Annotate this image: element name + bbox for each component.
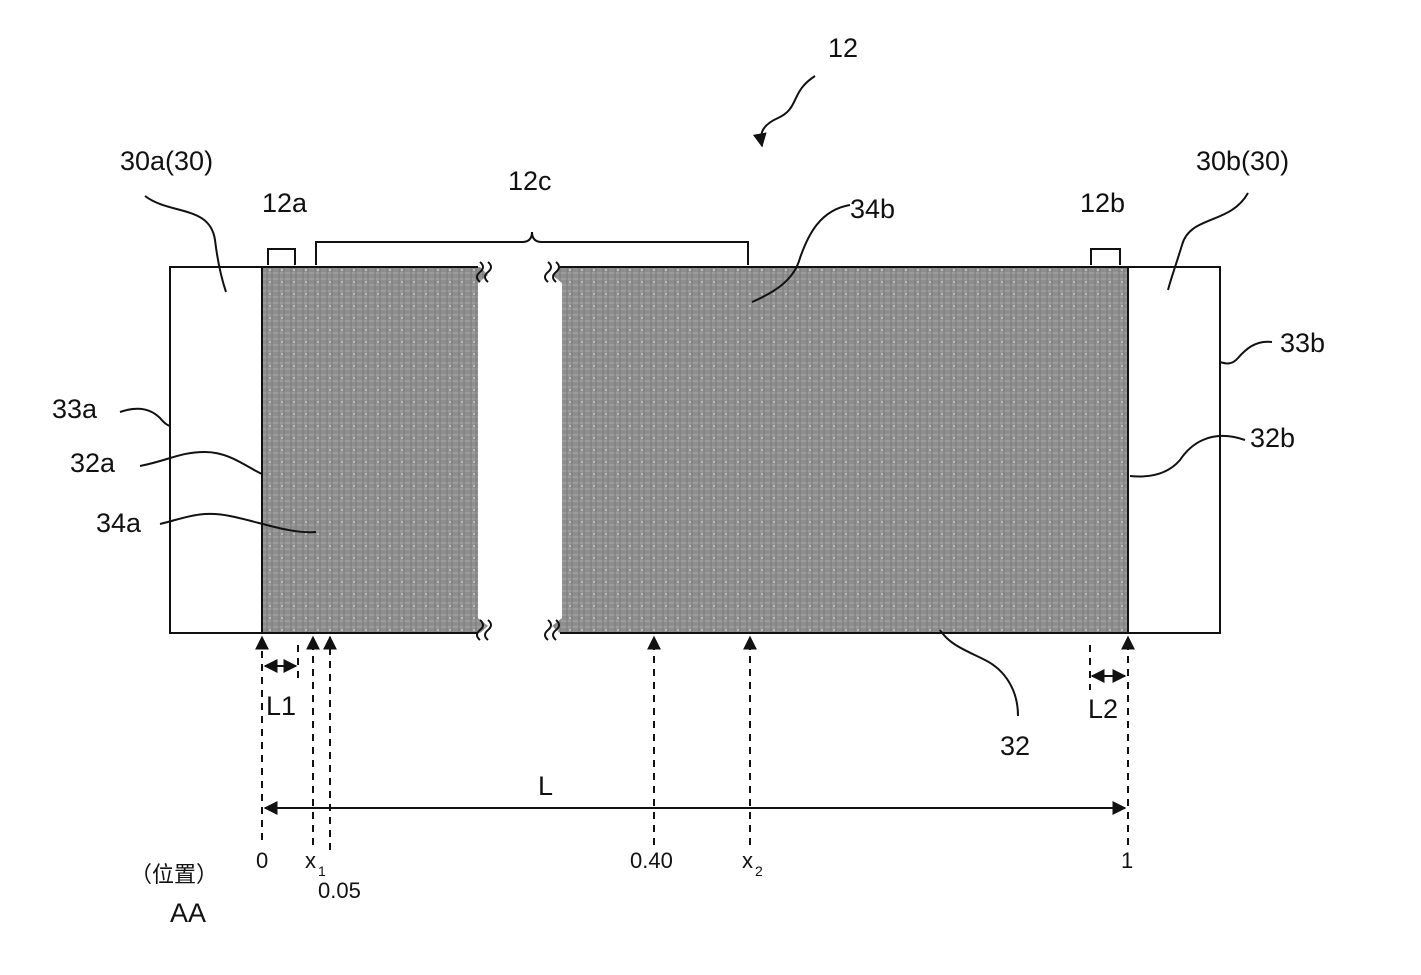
label-33b: 33b xyxy=(1280,328,1325,358)
body-left-segment xyxy=(262,267,488,633)
bracket-12b xyxy=(1091,249,1120,265)
axis-label: AA xyxy=(170,898,206,928)
position-label-0: 0 xyxy=(256,848,268,873)
label-32a: 32a xyxy=(70,448,116,478)
break-symbol-bottom-right xyxy=(545,620,551,640)
position-label-040: 0.40 xyxy=(630,848,673,873)
body-right-segment xyxy=(552,267,1128,633)
position-label-x1: x xyxy=(305,848,316,873)
label-12b: 12b xyxy=(1080,188,1125,218)
end-cap-a xyxy=(170,267,262,633)
label-34a: 34a xyxy=(96,508,142,538)
bracket-12c xyxy=(316,232,748,265)
end-cap-b xyxy=(1128,267,1220,633)
position-label-x2: x xyxy=(742,848,753,873)
position-label-1: 1 xyxy=(1121,848,1133,873)
axis-title: （位置） xyxy=(130,862,218,887)
bracket-12a xyxy=(268,249,295,265)
label-32: 32 xyxy=(1000,731,1030,761)
label-34b: 34b xyxy=(850,194,895,224)
break-symbol-top-right xyxy=(545,262,551,282)
label-30b: 30b(30) xyxy=(1196,146,1289,176)
label-l1: L1 xyxy=(266,691,296,721)
label-30a: 30a(30) xyxy=(120,146,213,176)
label-32b: 32b xyxy=(1250,423,1295,453)
position-label-005: 0.05 xyxy=(318,878,361,903)
label-12c: 12c xyxy=(508,166,552,196)
label-12a: 12a xyxy=(262,188,308,218)
label-l: L xyxy=(538,771,553,801)
position-label-x1-sub: 1 xyxy=(318,863,326,879)
label-l2: L2 xyxy=(1088,694,1118,724)
position-label-x2-sub: 2 xyxy=(755,863,763,879)
label-33a: 33a xyxy=(52,394,98,424)
figure-number-label: 12 xyxy=(828,33,858,63)
figure-number-pointer xyxy=(761,76,815,146)
